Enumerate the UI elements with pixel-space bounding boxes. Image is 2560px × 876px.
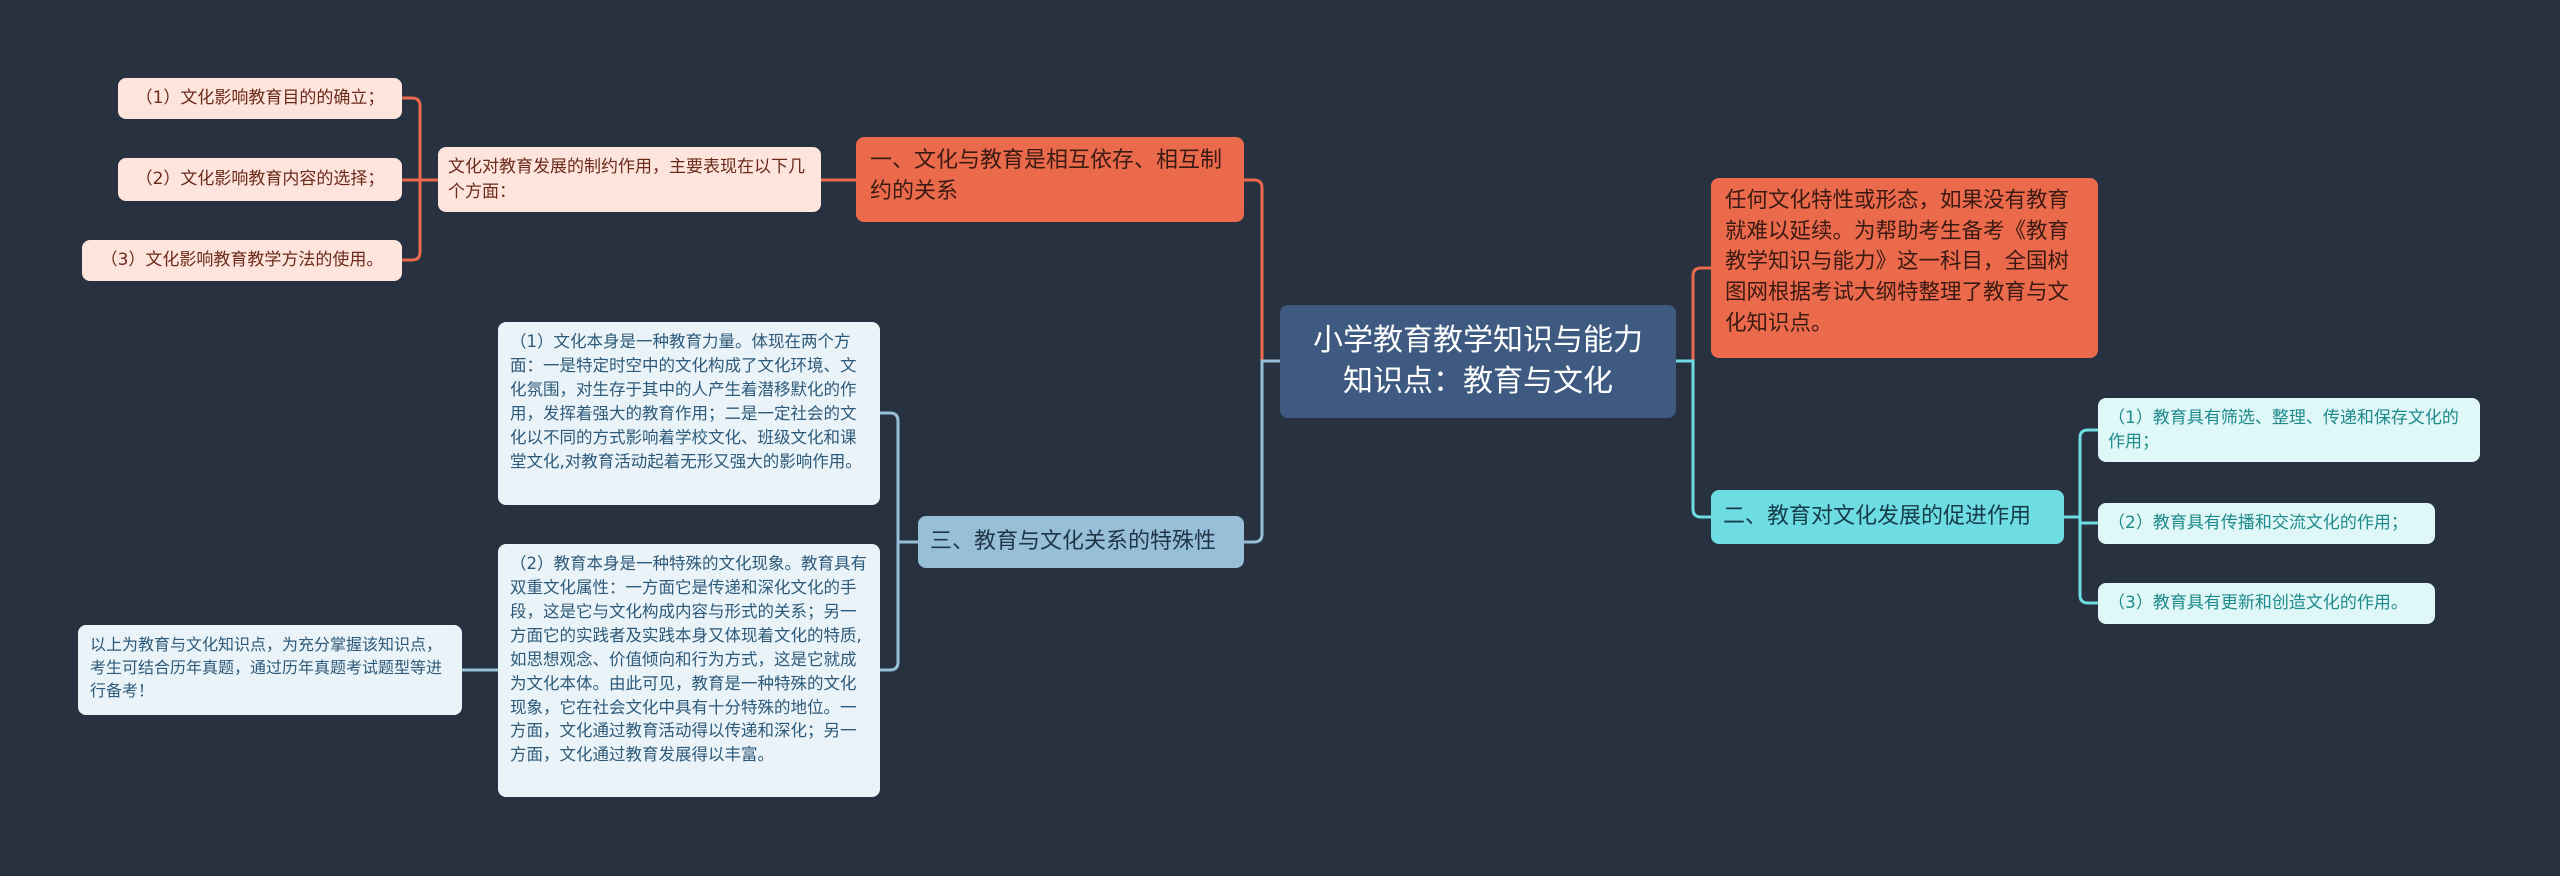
leaf-label: （3）文化影响教育教学方法的使用。 [100,250,384,271]
leaf-label: （3）教育具有更新和创造文化的作用。 [2108,593,2408,614]
intro-note[interactable]: 任何文化特性或形态，如果没有教育就难以延续。为帮助考生备考《教育教学知识与能力》… [1711,178,2098,358]
branch-2-label: 二、教育对文化发展的促进作用 [1723,504,2032,530]
branch-2-leaf-1[interactable]: （1）教育具有筛选、整理、传递和保存文化的作用； [2098,398,2480,462]
branch-1-leaf-2[interactable]: （2）文化影响教育内容的选择； [118,158,402,201]
leaf-label: （2）教育本身是一种特殊的文化现象。教育具有双重文化属性：一方面它是传递和深化文… [510,554,867,765]
link-sub-leaves [402,96,438,262]
leaf-label: （1）文化本身是一种教育力量。体现在两个方面：一是特定时空中的文化构成了文化环境… [510,332,862,471]
intro-note-text: 任何文化特性或形态，如果没有教育就难以延续。为帮助考生备考《教育教学知识与能力》… [1725,188,2070,336]
link-center-note [1676,266,1711,363]
branch-2-leaf-3[interactable]: （3）教育具有更新和创造文化的作用。 [2098,583,2435,624]
branch-2[interactable]: 二、教育对文化发展的促进作用 [1711,490,2064,544]
link-branch3-leaves [880,411,918,672]
link-center-branch2 [1676,359,1711,519]
link-center-branch1 [1244,178,1280,363]
link-center-branch3 [1244,359,1280,544]
branch-3-label: 三、教育与文化关系的特殊性 [930,529,1217,555]
leaf-label: （1）教育具有筛选、整理、传递和保存文化的作用； [2108,407,2459,452]
branch-1[interactable]: 一、文化与教育是相互依存、相互制约的关系 [856,137,1244,222]
link-branch2-leaves [2064,428,2098,605]
closing-note[interactable]: 以上为教育与文化知识点，为充分掌握该知识点，考生可结合历年真题，通过历年真题考试… [78,625,462,715]
branch-2-leaf-2[interactable]: （2）教育具有传播和交流文化的作用； [2098,503,2435,544]
branch-1-sub[interactable]: 文化对教育发展的制约作用，主要表现在以下几个方面： [438,147,821,212]
leaf-label: （2）文化影响教育内容的选择； [135,169,385,190]
leaf-label: （1）文化影响教育目的的确立； [135,88,385,109]
branch-1-sub-label: 文化对教育发展的制约作用，主要表现在以下几个方面： [448,157,805,202]
branch-3-leaf-2[interactable]: （2）教育本身是一种特殊的文化现象。教育具有双重文化属性：一方面它是传递和深化文… [498,544,880,797]
branch-1-leaf-1[interactable]: （1）文化影响教育目的的确立； [118,78,402,119]
central-topic[interactable]: 小学教育教学知识与能力知识点：教育与文化 [1280,305,1676,418]
leaf-label: （2）教育具有传播和交流文化的作用； [2108,513,2408,534]
branch-1-label: 一、文化与教育是相互依存、相互制约的关系 [870,148,1223,205]
central-topic-label: 小学教育教学知识与能力知识点：教育与文化 [1313,323,1643,399]
closing-note-text: 以上为教育与文化知识点，为充分掌握该知识点，考生可结合历年真题，通过历年真题考试… [90,635,443,701]
branch-3[interactable]: 三、教育与文化关系的特殊性 [918,516,1244,568]
branch-3-leaf-1[interactable]: （1）文化本身是一种教育力量。体现在两个方面：一是特定时空中的文化构成了文化环境… [498,322,880,505]
branch-1-leaf-3[interactable]: （3）文化影响教育教学方法的使用。 [82,240,402,281]
